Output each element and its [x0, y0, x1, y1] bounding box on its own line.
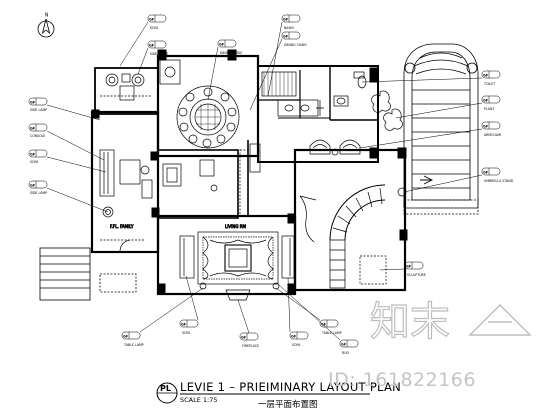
tag-code: GF	[406, 265, 412, 269]
tag-code: GF	[291, 335, 297, 339]
tag-code: GF	[30, 127, 36, 131]
tag-text: TABLE LAMP	[123, 343, 144, 347]
drawing-title: LEVIE 1 – PRIEIMINARY LAYOUT PLAN	[180, 380, 401, 394]
tag-plant	[395, 95, 501, 119]
title-marker: PL	[160, 384, 171, 393]
entry-steps	[39, 247, 137, 301]
tag-code: GF	[283, 35, 289, 39]
dining-chairs	[178, 87, 237, 148]
tag-code: GF	[483, 99, 489, 103]
tag-umbrella-stand	[403, 167, 501, 193]
tag-table-lamp-br	[275, 287, 339, 328]
tag-code: GF	[241, 336, 247, 340]
annotation-tag-texts: GF SOFA GF SIDE TABLE GF DINING TABLE GF…	[30, 18, 514, 356]
tag-text: SIDE TABLE	[150, 52, 168, 56]
dining-set	[159, 59, 240, 149]
terrace-stair	[403, 43, 479, 215]
annotation-tags	[28, 14, 501, 348]
tag-code: GF	[30, 153, 36, 157]
tag-text: SOFA	[292, 343, 301, 347]
tag-code: GF	[30, 184, 36, 188]
tag-text: TABLE LAMP	[321, 331, 342, 335]
building-walls	[90, 49, 408, 296]
tag-side-lamp-left	[28, 97, 101, 121]
tag-text: RUG	[342, 351, 350, 355]
tag-sofa-top	[119, 14, 167, 67]
tag-code: GF	[30, 101, 36, 105]
tag-text: DINING CHAIR	[284, 43, 307, 47]
tag-side-table-top	[137, 40, 167, 75]
watermark-id: ID: 161822166	[328, 369, 476, 391]
room-label-living: LIVING RM	[225, 224, 246, 229]
tag-side-lamp-left-2	[28, 180, 109, 213]
room-label-family: F.FL. FAMILY	[110, 224, 134, 229]
armchairs	[309, 90, 403, 156]
family-room: F.FL. FAMILY	[99, 149, 153, 253]
tag-text: BASIN	[284, 26, 294, 30]
tag-text: TOILET	[483, 82, 495, 86]
tag-text: SOFA	[182, 331, 191, 335]
tag-code: GF	[219, 43, 225, 47]
north-arrow: N	[37, 13, 55, 38]
tag-text: ARMCHAIR	[484, 133, 502, 137]
watermark: 知末 ID: 161822166	[328, 298, 532, 391]
tag-code: GF	[149, 18, 155, 22]
tag-dining-chair	[249, 31, 301, 111]
tag-armchair	[359, 121, 501, 149]
tag-dining-table	[207, 39, 237, 101]
tag-sofa-bl	[179, 275, 199, 328]
tag-toilet	[361, 70, 501, 83]
tag-code: GF	[283, 18, 289, 22]
drawing-subtitle: 一层平面布置图	[258, 399, 318, 410]
tag-code: GF	[149, 44, 155, 48]
tag-text: PLANT	[484, 107, 494, 111]
tag-code: GF	[341, 343, 347, 347]
title-block: PL LEVIE 1 – PRIEIMINARY LAYOUT PLAN SCA…	[156, 380, 401, 410]
bath-area	[261, 71, 367, 117]
tag-fireplace	[237, 299, 259, 341]
tag-console	[28, 123, 105, 161]
tag-rug	[277, 283, 359, 348]
tag-basin	[267, 14, 301, 97]
tag-text: SOFA	[30, 160, 39, 164]
tag-text: FIREPLACE	[242, 344, 259, 348]
watermark-logo: 知末	[370, 299, 450, 345]
tag-code: GF	[483, 74, 489, 78]
tag-sculpture	[379, 261, 424, 271]
tag-text: SIDE LAMP	[30, 191, 47, 195]
tag-text: SCULPTURE	[407, 273, 426, 277]
tag-text: SOFA	[150, 26, 159, 30]
kitchen-block	[162, 143, 261, 217]
tag-text: DINING TABLE	[220, 51, 242, 55]
tag-text: SIDE LAMP	[30, 108, 47, 112]
tag-code: GF	[483, 171, 489, 175]
tag-text: UMBRELLA STAND	[484, 179, 514, 183]
tag-table-lamp-bl	[121, 287, 204, 340]
drawing-scale: SCALE 1:75	[180, 396, 218, 404]
tag-code: GF	[321, 323, 327, 327]
tag-text: CONSOLE	[30, 134, 45, 138]
watermark-leaf-icon	[468, 304, 532, 336]
tag-sofa-left	[28, 149, 107, 173]
tag-code: GF	[181, 323, 187, 327]
tag-code: GF	[483, 125, 489, 129]
north-label: N	[45, 13, 49, 19]
tag-sofa-bm	[287, 277, 309, 340]
tag-code: GF	[123, 335, 129, 339]
lounge-furniture	[100, 73, 152, 101]
